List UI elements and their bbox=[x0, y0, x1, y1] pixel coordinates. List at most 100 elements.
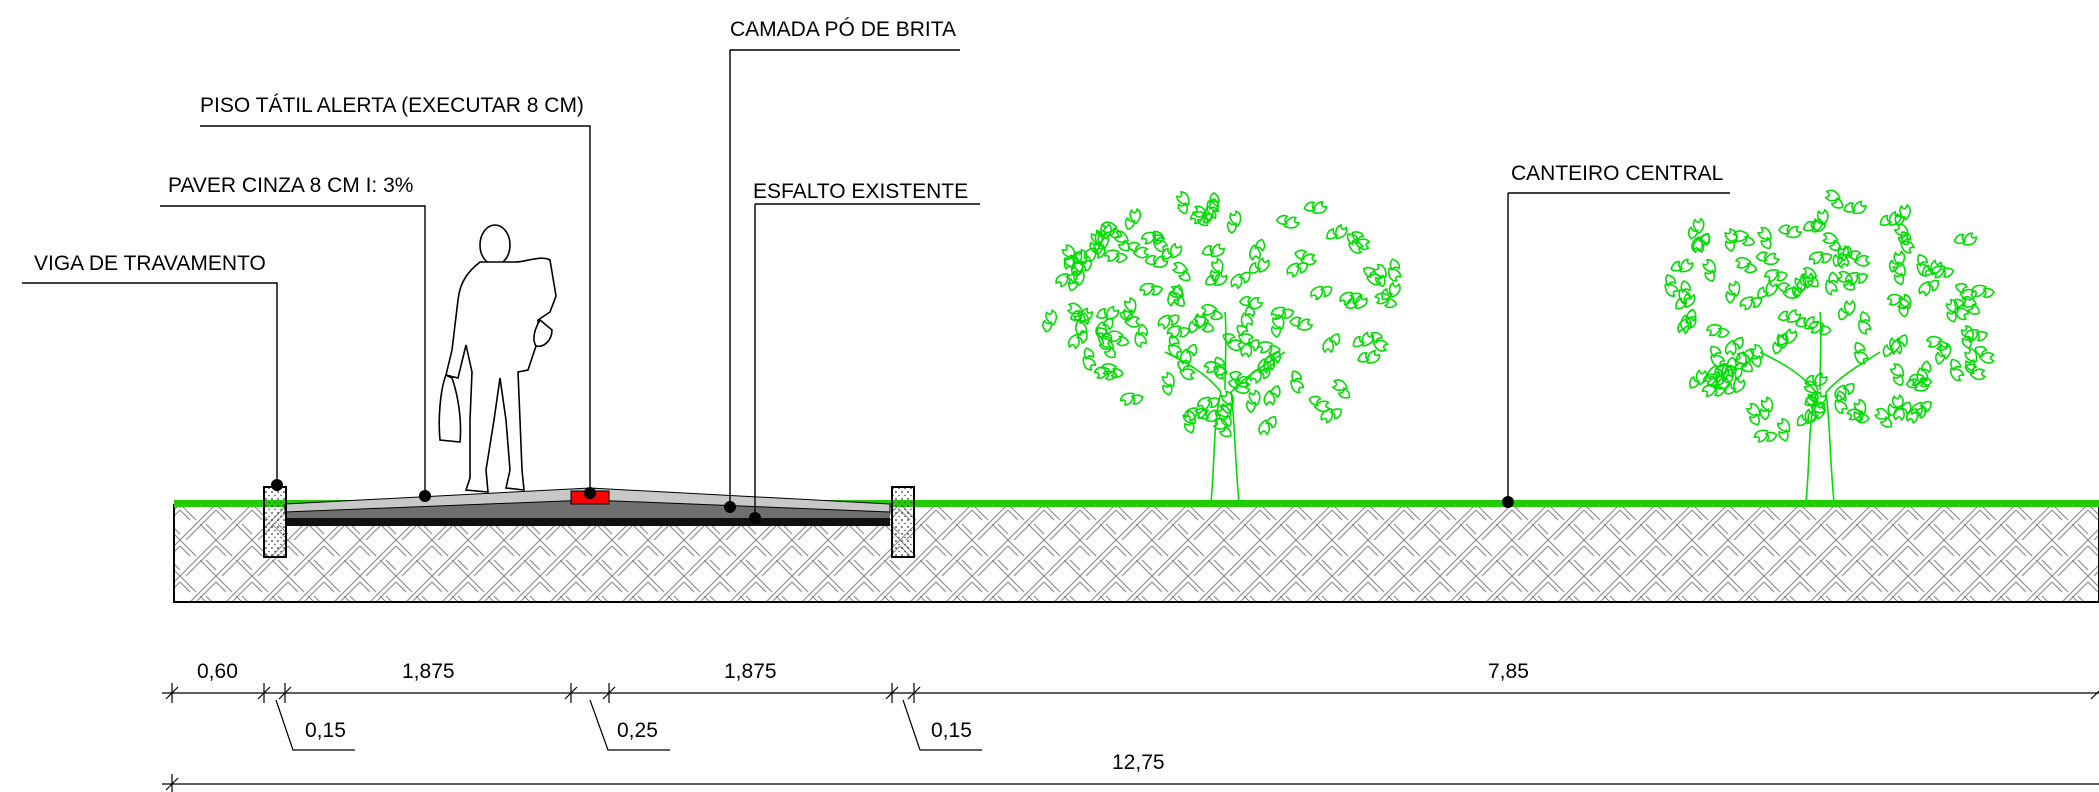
label-canteiro-central: CANTEIRO CENTRAL bbox=[1511, 162, 1723, 185]
dimension-line-top bbox=[162, 683, 2099, 751]
tree-leaf bbox=[1969, 278, 1996, 304]
tree-leaf bbox=[1892, 203, 1914, 227]
curb-left bbox=[263, 486, 287, 558]
tree-leaf bbox=[1308, 279, 1334, 305]
tree-leaf bbox=[1885, 289, 1911, 313]
dim-0-60: 0,60 bbox=[197, 660, 238, 683]
tree-leaf bbox=[1239, 336, 1261, 359]
tree-leaf bbox=[1958, 346, 1984, 373]
tree-leaf bbox=[1163, 283, 1187, 308]
tree-leaf bbox=[1206, 355, 1233, 381]
tree-leaf bbox=[1246, 238, 1268, 262]
grass-strip bbox=[174, 500, 2099, 507]
tree-leaf bbox=[1690, 231, 1711, 253]
tree-leaf bbox=[1847, 340, 1874, 366]
asphalt-layer bbox=[285, 518, 890, 526]
dim-0-15-right: 0,15 bbox=[931, 719, 972, 742]
tree-right bbox=[1657, 188, 1996, 503]
tree-leaf bbox=[1848, 248, 1871, 270]
tree-leaf bbox=[1161, 333, 1188, 360]
tree-leaf bbox=[1803, 367, 1830, 394]
tree-leaf bbox=[1734, 254, 1758, 276]
tree-leaf bbox=[1892, 292, 1918, 319]
tree-leaf bbox=[1851, 310, 1878, 337]
tree-leaf bbox=[1170, 261, 1194, 282]
tree-leaf bbox=[1308, 393, 1331, 415]
tree-leaf bbox=[1754, 245, 1781, 271]
tree-leaf bbox=[1324, 220, 1350, 246]
leader-lines bbox=[22, 49, 1730, 518]
tree-leaf bbox=[1752, 225, 1779, 251]
label-paver-cinza: PAVER CINZA 8 CM I: 3% bbox=[168, 174, 413, 197]
tree-leaf bbox=[1238, 290, 1264, 316]
tree-leaf bbox=[1283, 369, 1310, 395]
tree-leaf bbox=[1823, 188, 1846, 210]
tree-leaf bbox=[1200, 237, 1227, 264]
tree-leaf bbox=[1337, 284, 1364, 311]
curb-right bbox=[891, 486, 915, 558]
tree-leaf bbox=[1143, 248, 1170, 275]
tree-leaf bbox=[1322, 333, 1341, 353]
dim-1-875-left: 1,875 bbox=[402, 660, 455, 683]
person-figure bbox=[438, 224, 557, 493]
tree-leaf bbox=[1974, 345, 1995, 365]
label-viga-de-travamento: VIGA DE TRAVAMENTO bbox=[34, 252, 266, 275]
dim-0-25: 0,25 bbox=[617, 719, 658, 742]
tree-trunk bbox=[1759, 311, 1881, 503]
tree-leaf bbox=[1222, 209, 1247, 235]
tree-leaf bbox=[1102, 243, 1129, 269]
tree-leaf bbox=[1160, 240, 1184, 265]
tree-leaf bbox=[1842, 195, 1869, 221]
tree-leaf bbox=[1275, 209, 1301, 235]
tree-leaf bbox=[1917, 275, 1941, 300]
tree-leaf bbox=[1837, 300, 1857, 321]
tree-leaf bbox=[1257, 414, 1278, 436]
dim-12-75-total: 12,75 bbox=[1112, 751, 1165, 774]
tree-leaf bbox=[1843, 265, 1870, 292]
tree-leaf bbox=[1738, 289, 1764, 316]
tree-leaf bbox=[1925, 331, 1950, 355]
tree-leaf bbox=[1819, 270, 1845, 297]
dimension-line-total bbox=[162, 774, 2099, 792]
tree-leaf bbox=[1872, 406, 1896, 429]
tree-trunk bbox=[1164, 311, 1286, 503]
tree-leaf bbox=[1118, 385, 1145, 412]
leader-dots bbox=[271, 479, 1514, 524]
dim-7-85: 7,85 bbox=[1488, 660, 1529, 683]
tree-leaf bbox=[1777, 218, 1803, 244]
tree-leaf bbox=[1669, 253, 1696, 280]
tree-leaf bbox=[1885, 361, 1911, 388]
tree-leaf bbox=[1262, 385, 1282, 407]
tree-leaf bbox=[1330, 378, 1353, 400]
tree-leaf bbox=[1943, 357, 1969, 383]
gravel-layer bbox=[285, 500, 890, 518]
tree-leaf bbox=[1229, 267, 1252, 292]
tree-leaf bbox=[1122, 207, 1144, 231]
tree-leaf bbox=[1318, 402, 1344, 428]
tree-leaf bbox=[1155, 370, 1182, 397]
tree-leaf bbox=[1038, 308, 1062, 334]
tree-leaf bbox=[1697, 257, 1723, 284]
tree-leaf bbox=[1807, 244, 1834, 271]
tree-leaf bbox=[1886, 250, 1908, 273]
tree-leaf bbox=[1752, 422, 1779, 449]
tree-leaf bbox=[1288, 311, 1314, 336]
label-camada-po-de-brita: CAMADA PÓ DE BRITA bbox=[730, 18, 956, 41]
tree-leaf bbox=[1373, 289, 1398, 312]
tree-leaf bbox=[1302, 194, 1329, 221]
tree-leaf bbox=[1886, 260, 1913, 287]
dim-1-875-right: 1,875 bbox=[724, 660, 777, 683]
tree-leaf bbox=[1705, 318, 1731, 344]
label-esfalto-existente: ESFALTO EXISTENTE bbox=[753, 180, 968, 203]
tree-leaf bbox=[1952, 226, 1979, 253]
dim-0-15-left: 0,15 bbox=[305, 719, 346, 742]
tree-leaf bbox=[1284, 256, 1310, 282]
tree-left bbox=[1038, 189, 1408, 503]
label-piso-tatil-alerta: PISO TÁTIL ALERTA (EXECUTAR 8 CM) bbox=[200, 94, 584, 117]
tree-leaf bbox=[1065, 301, 1088, 323]
tree-leaf bbox=[1095, 300, 1121, 327]
tree-leaf bbox=[1170, 189, 1197, 216]
tree-leaf bbox=[1137, 276, 1164, 303]
tree-leaf bbox=[1721, 279, 1745, 305]
